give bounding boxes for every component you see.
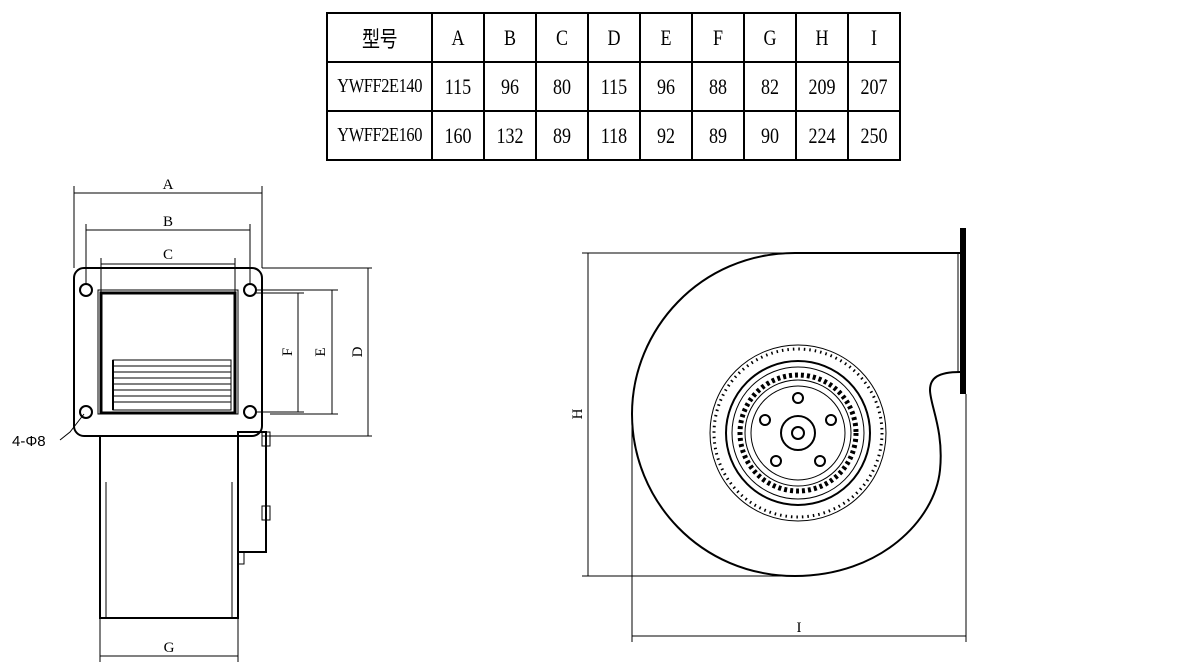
header-cell: H — [800, 12, 845, 63]
housing-body — [99, 436, 239, 619]
value-cell: 92 — [644, 110, 689, 161]
dim-label-i: I — [797, 620, 802, 636]
value-cell: 82 — [748, 61, 793, 112]
header-cell: D — [592, 12, 637, 63]
hub-ring — [750, 385, 846, 481]
value-cell: 207 — [852, 61, 897, 112]
impeller-blade-ring — [712, 347, 884, 519]
dim-label-g: G — [164, 640, 175, 656]
flange-outer — [73, 267, 263, 437]
value-cell: 115 — [592, 61, 637, 112]
header-cell: I — [852, 12, 897, 63]
shaft — [791, 426, 805, 440]
hub-bolt — [825, 414, 837, 426]
shaft-boss — [780, 415, 816, 451]
table-row: YWFF2E160 160 132 89 118 92 89 90 224 25… — [327, 110, 900, 161]
header-cell: A — [436, 12, 481, 63]
value-cell: 96 — [488, 61, 533, 112]
value-cell: 89 — [540, 110, 585, 161]
value-cell: 132 — [488, 110, 533, 161]
impeller-ring-outer — [709, 344, 887, 522]
value-cell: 224 — [800, 110, 845, 161]
value-cell: 160 — [436, 110, 481, 161]
hub-bolt — [792, 392, 804, 404]
motor-housing — [237, 431, 267, 553]
value-cell: 80 — [540, 61, 585, 112]
value-cell: 90 — [748, 110, 793, 161]
value-cell: 96 — [644, 61, 689, 112]
model-cell: YWFF2E140 — [335, 61, 424, 112]
motor-tab — [261, 431, 271, 447]
impeller-ring — [725, 360, 871, 506]
value-cell: 89 — [696, 110, 741, 161]
front-view: A B C F E D G 4-Φ8 — [12, 177, 372, 662]
dim-label-h: H — [570, 408, 586, 419]
spec-table: 型号 A B C D E F G H I YWFF2E140 115 96 80… — [326, 12, 901, 161]
header-cell-model: 型号 — [335, 12, 424, 63]
hub-ring-studs — [737, 372, 859, 494]
dim-label-a: A — [163, 177, 174, 193]
scroll-housing — [630, 252, 961, 578]
header-cell: G — [748, 12, 793, 63]
motor-tab — [237, 551, 245, 565]
mount-hole — [243, 405, 257, 419]
motor-tab — [261, 505, 271, 521]
hub-bolt — [770, 455, 782, 467]
header-cell: B — [488, 12, 533, 63]
dim-label-c: C — [163, 247, 173, 263]
table-row: YWFF2E140 115 96 80 115 96 88 82 209 207 — [327, 61, 900, 112]
header-cell: F — [696, 12, 741, 63]
housing-edges — [105, 482, 233, 618]
outlet-opening — [99, 291, 237, 415]
header-cell: E — [644, 12, 689, 63]
mount-hole — [243, 283, 257, 297]
value-cell: 88 — [696, 61, 741, 112]
impeller-blades-front — [112, 359, 232, 411]
value-cell: 209 — [800, 61, 845, 112]
side-view: H I — [570, 228, 967, 642]
flange-inner — [97, 289, 239, 415]
header-cell: C — [540, 12, 585, 63]
hole-leader — [59, 413, 85, 441]
value-cell: 118 — [592, 110, 637, 161]
impeller-ring — [731, 366, 865, 500]
dim-label-b: B — [163, 214, 173, 230]
model-cell: YWFF2E160 — [335, 110, 424, 161]
dim-label-e: E — [313, 347, 329, 356]
hole-note: 4-Φ8 — [12, 433, 46, 450]
table-header-row: 型号 A B C D E F G H I — [327, 12, 900, 63]
outlet-flange — [960, 228, 966, 394]
hub-bolt — [759, 414, 771, 426]
dim-label-f: F — [280, 348, 296, 356]
hub-bolt — [814, 455, 826, 467]
value-cell: 250 — [852, 110, 897, 161]
hub-ring — [744, 379, 852, 487]
mount-hole — [79, 405, 93, 419]
value-cell: 115 — [436, 61, 481, 112]
dim-label-d: D — [350, 346, 366, 357]
mount-hole — [79, 283, 93, 297]
